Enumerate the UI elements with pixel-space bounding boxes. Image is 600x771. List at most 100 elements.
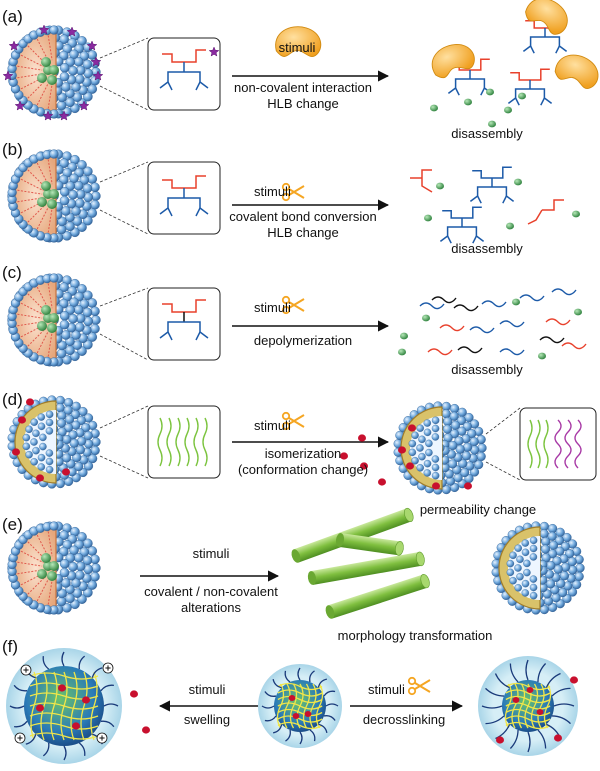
polymer-fragment [431,296,457,304]
cargo-dot [398,348,406,356]
stimuli-label-a: stimuli [279,40,316,55]
polymer-fragment [539,336,565,344]
polymer-fragment [481,300,507,308]
red-dot [26,398,34,406]
result-d: permeability change [420,502,536,517]
polymer-fragment [439,324,465,332]
stimulus-blob-a2 [431,44,475,79]
arrow-text-e-2: alterations [181,600,241,615]
decrosslinking-label: decrosslinking [363,712,445,727]
vesicle-d [7,395,101,489]
panel-label-d: (d) [2,390,23,409]
red-dot [82,696,90,704]
arrow-text-d-1: isomerization [265,446,342,461]
red-dot [12,448,20,456]
cargo-dot [400,332,408,340]
inset-d-left [99,405,221,479]
red-dot [512,697,520,703]
result-e: morphology transformation [338,628,493,643]
cargo-dot [424,214,432,222]
swelling-label: swelling [184,712,230,727]
result-c: disassembly [451,362,523,377]
stimuli-label-d: stimuli [254,418,291,433]
vesicle-b [7,149,101,243]
red-dot [496,736,504,744]
red-dot [570,676,578,684]
polymer-fragment [519,294,545,302]
vesicle-d-result [393,401,487,495]
red-dot [360,462,368,470]
cargo-dot [514,178,522,186]
red-dot [36,474,44,482]
cargo-dot [486,88,494,96]
inset-b [99,161,221,235]
cargo-dot [572,210,580,218]
vesicle-a [2,24,104,121]
rod-4 [335,533,404,556]
polymer-fragment [453,304,479,312]
inset-d-right [485,407,597,481]
fragment-red [527,199,564,225]
cargo-dot [488,120,496,128]
vesicle-e [7,521,101,615]
cargo-dot [538,352,546,360]
polymer-fragment [561,342,587,350]
red-dot [62,468,70,476]
arrow-text-d-2: (conformation change) [238,462,368,477]
star-icon [8,40,20,51]
result-b: disassembly [451,241,523,256]
result-a: disassembly [451,126,523,141]
red-dot [464,482,472,490]
red-dot [406,462,414,470]
polymer-fragment [469,326,495,334]
red-dot [288,695,296,701]
red-dot [340,452,348,460]
panel-label-c: (c) [2,263,22,282]
scissors-icon-c [281,295,305,315]
red-dot [292,713,300,719]
star-icon [86,40,98,51]
star-icon [66,26,78,37]
star-icon [14,100,26,111]
stimuli-label-f-right: stimuli [368,682,405,697]
red-dot [58,684,66,692]
cargo-dot [506,222,514,230]
red-dot [526,687,534,693]
cargo-dot [512,298,520,306]
scissors-icon-d [281,411,305,431]
inset-a [99,37,221,111]
stimuli-label-f-left: stimuli [189,682,226,697]
arrow-text-a-1: non-covalent interaction [234,80,372,95]
vesicle-c [7,273,101,367]
nanogel-decrosslinked [478,656,578,756]
cargo-dot [464,98,472,106]
red-dot [18,416,26,424]
polymer-fragment [499,320,525,328]
red-dot [304,711,312,717]
stimuli-label-b: stimuli [254,184,291,199]
rod-2 [307,551,425,585]
cargo-dot [518,92,526,100]
cargo-dot [430,104,438,112]
scissors-icon-f [407,676,431,696]
red-dot [378,478,386,486]
vesicle-e-result [491,521,585,615]
cargo-dot [574,308,582,316]
nanogel-swollen [6,648,122,764]
star-icon [2,70,14,81]
polymer-fragment [499,348,525,356]
star-icon [90,56,102,67]
polymer-fragment [545,318,571,326]
red-dot [358,434,366,442]
cargo-dot [504,106,512,114]
panel-label-a: (a) [2,7,23,26]
red-dot [432,482,440,490]
stimulus-blob-a1 [525,0,568,35]
panel-label-b: (b) [2,140,23,159]
red-dot [554,734,562,742]
stimuli-label-c: stimuli [254,300,291,315]
arrow-text-a-2: HLB change [267,96,339,111]
panel-label-e: (e) [2,515,23,534]
rod-3 [325,574,430,619]
